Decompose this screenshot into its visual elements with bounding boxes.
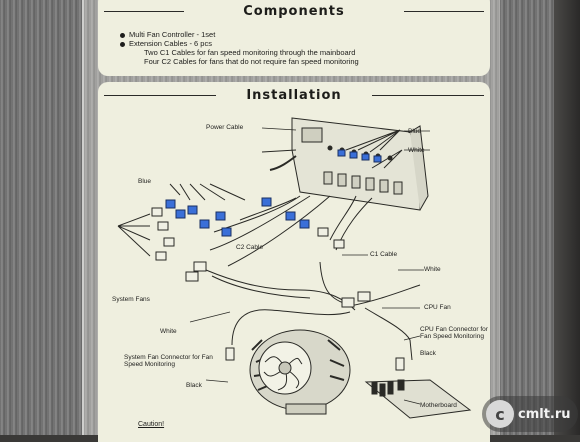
components-box [98, 0, 490, 76]
label-white-top: White [408, 147, 425, 154]
label-cpu-fan-connector: CPU Fan Connector for Fan Speed Monitori… [420, 326, 488, 340]
label-white-bottom: White [160, 328, 177, 335]
label-system-fan-connector: System Fan Connector for Fan Speed Monit… [124, 354, 213, 368]
watermark-text: cmlt.ru [518, 406, 571, 422]
fan-controller-illustration [261, 117, 429, 211]
left-background [0, 0, 82, 435]
cable-connectors [151, 207, 405, 371]
blue-connectors [165, 149, 382, 237]
label-c1-cable: C1 Cable [370, 251, 398, 258]
component-subitem: Four C2 Cables for fans that do not requ… [144, 57, 359, 66]
label-white-right: White [424, 266, 441, 273]
heading-rule-left [104, 95, 216, 96]
label-power-cable: Power Cable [206, 124, 244, 131]
connector-leaders [117, 129, 403, 257]
cpu-cooler-illustration [249, 329, 351, 415]
label-black-left: Black [186, 382, 202, 389]
heading-rule-left [104, 11, 184, 12]
components-heading: Components [243, 4, 345, 19]
installation-heading: Installation [246, 88, 342, 103]
component-item: Multi Fan Controller - 1set [120, 30, 359, 39]
component-item: Extension Cables - 6 pcs [120, 39, 359, 48]
cmlt-icon: c [486, 400, 514, 428]
components-list: Multi Fan Controller - 1set Extension Ca… [120, 30, 359, 66]
label-motherboard: Motherboard [420, 402, 457, 409]
label-system-fans: System Fans [112, 296, 150, 303]
label-black-right: Black [420, 350, 436, 357]
label-blue-top: Blue [408, 128, 422, 135]
component-subitem: Two C1 Cables for fan speed monitoring t… [144, 48, 356, 57]
label-blue-left: Blue [138, 178, 152, 185]
heading-rule-right [372, 95, 484, 96]
label-leaders [189, 127, 430, 405]
right-background [500, 0, 580, 435]
heading-rule-right [404, 11, 484, 12]
motherboard-illustration [364, 379, 472, 419]
label-cpu-fan: CPU Fan [424, 304, 451, 311]
caution-heading: Caution! [138, 421, 165, 428]
label-c2-cable: C2 Cable [236, 244, 264, 251]
site-watermark: c cmlt.ru [482, 396, 578, 432]
